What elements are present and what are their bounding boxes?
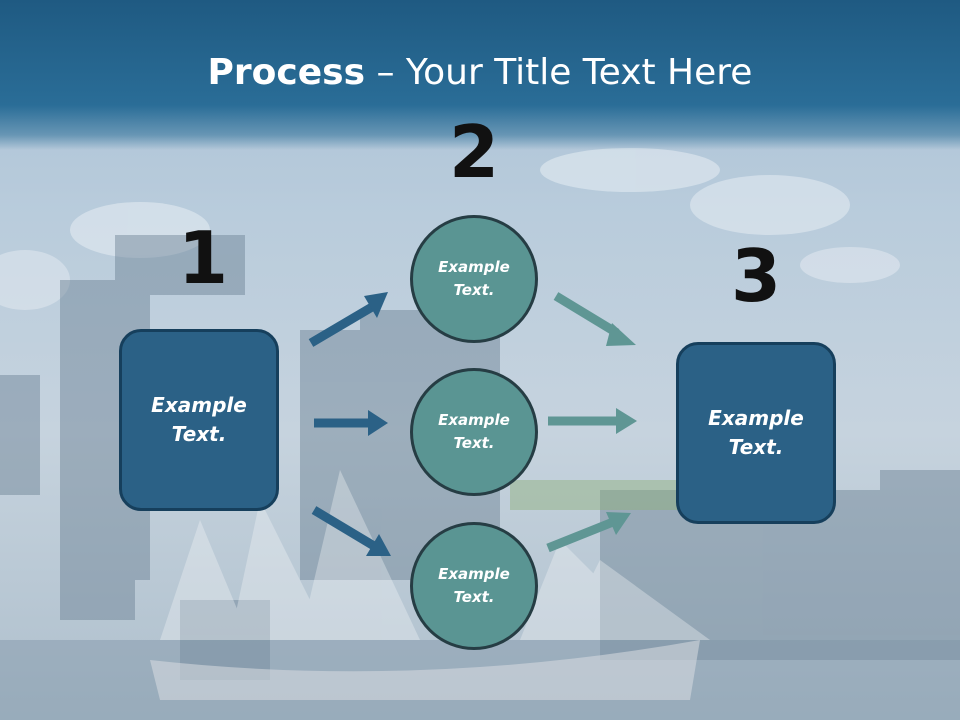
arrow-from-middle-circle (548, 408, 637, 434)
arrow-to-top-circle (308, 292, 388, 347)
arrow-to-middle-circle (314, 410, 388, 436)
circle-top: Example Text. (410, 215, 538, 343)
slide-title: Process – Your Title Text Here (0, 52, 960, 93)
step-3-label: Example Text. (708, 406, 804, 459)
step-1-box: Example Text. (119, 329, 279, 511)
circle-middle: Example Text. (410, 368, 538, 496)
step-3-box: Example Text. (676, 342, 836, 524)
circle-top-label: Example Text. (438, 258, 510, 299)
arrow-from-top-circle (553, 292, 636, 346)
step-1-label: Example Text. (151, 393, 247, 446)
arrow-to-bottom-circle (311, 506, 391, 556)
title-bold: Process (207, 52, 366, 93)
circle-bottom: Example Text. (410, 522, 538, 650)
step-number-3: 3 (731, 234, 782, 318)
title-rest: – Your Title Text Here (365, 52, 753, 93)
title-bar (0, 0, 960, 150)
circle-middle-label: Example Text. (438, 411, 510, 452)
step-number-2: 2 (449, 110, 500, 194)
arrow-from-bottom-circle (546, 512, 631, 553)
step-number-1: 1 (178, 216, 229, 300)
circle-bottom-label: Example Text. (438, 565, 510, 606)
